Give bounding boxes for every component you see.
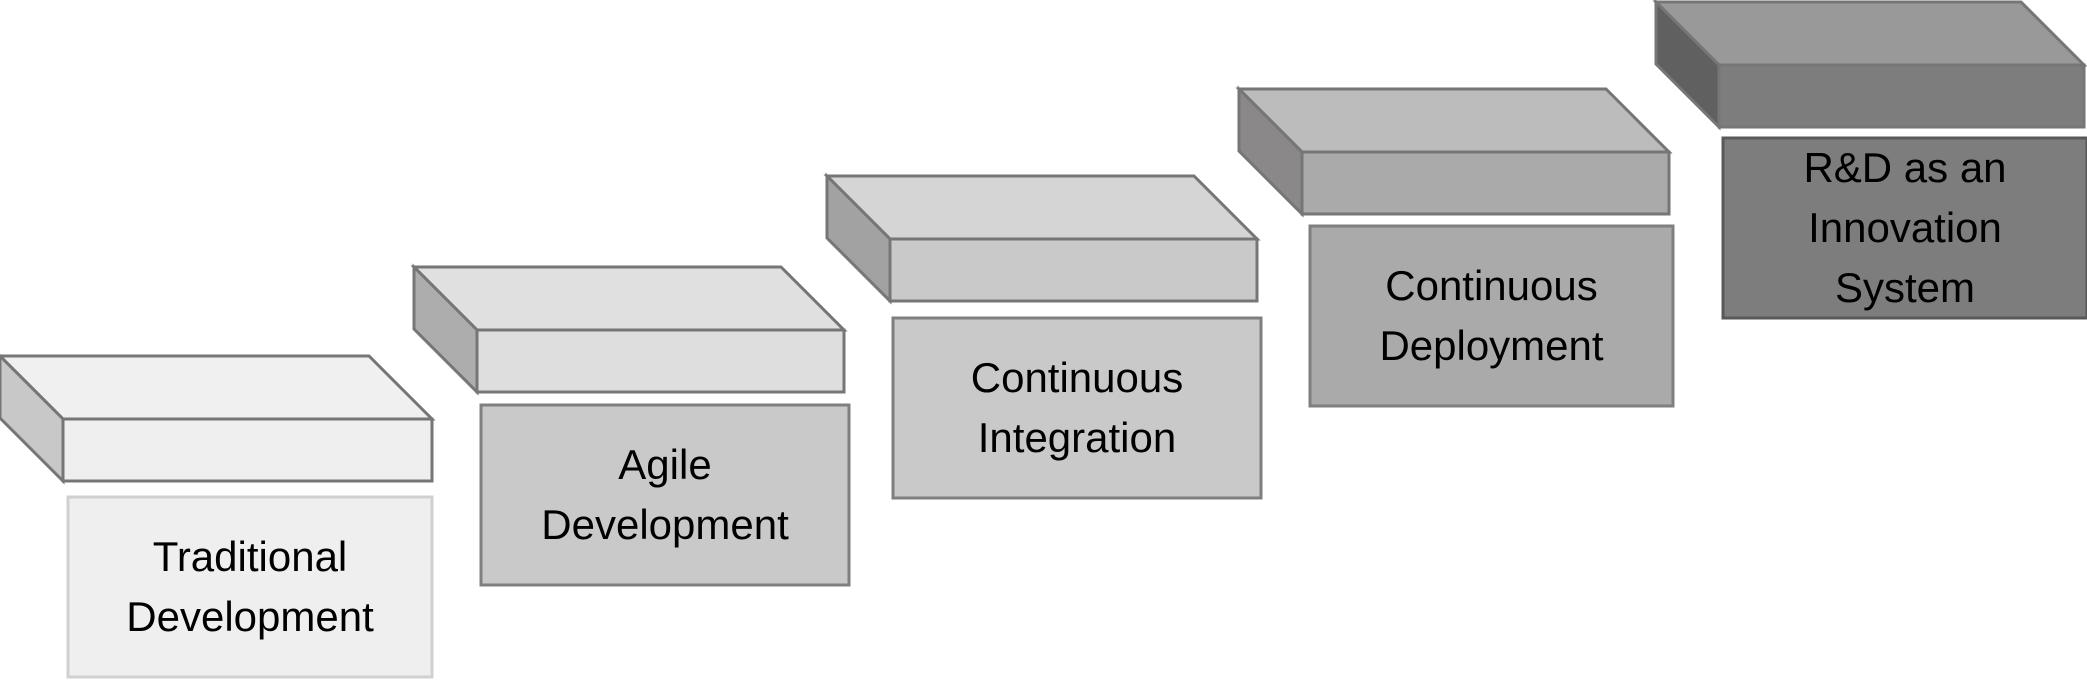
block-front-face <box>888 237 1259 303</box>
stage-label-box <box>66 495 434 679</box>
stage-block-4 <box>1235 85 1675 408</box>
stage-label-box <box>1308 224 1675 408</box>
stage-block-5 <box>1652 0 2087 320</box>
stage-block-2 <box>410 263 851 587</box>
stage-block-3 <box>823 172 1263 500</box>
block-top-face <box>410 265 848 332</box>
block-top-face <box>1652 0 2087 67</box>
block-top-face <box>1235 87 1673 154</box>
stage-block-1 <box>0 353 436 679</box>
stage-label-box <box>1721 136 2087 320</box>
block-front-face <box>1300 150 1671 216</box>
block-front-face <box>475 328 846 394</box>
block-top-face <box>823 174 1261 241</box>
stage-label-box <box>891 316 1263 500</box>
stage-label-box <box>479 403 851 587</box>
block-front-face <box>61 417 434 483</box>
block-front-face <box>1717 63 2086 129</box>
block-top-face <box>0 354 436 421</box>
